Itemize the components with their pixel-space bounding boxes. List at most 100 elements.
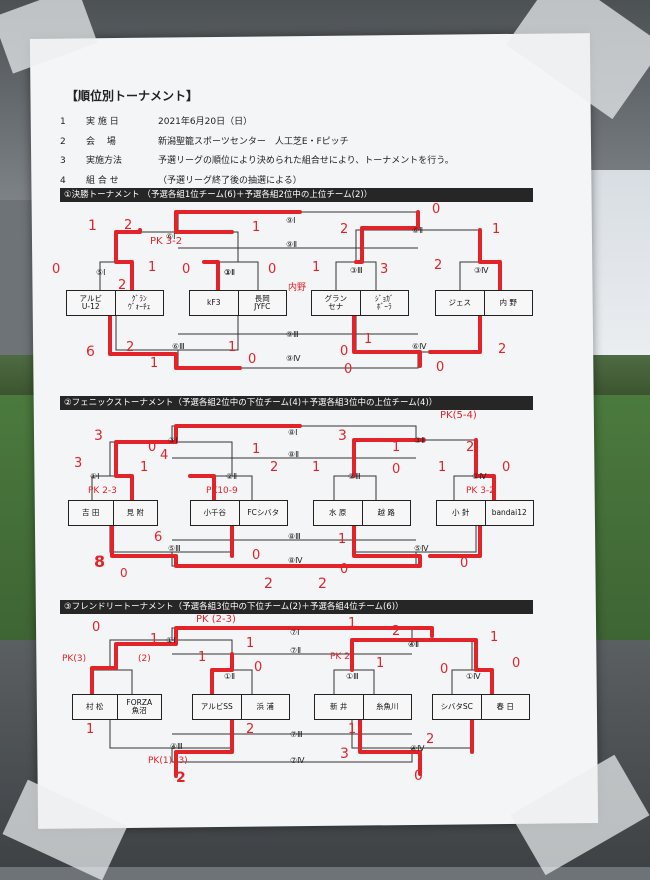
handwritten-score: 0	[440, 662, 449, 677]
handwritten-score: 1	[338, 532, 347, 547]
handwritten-score: 0	[436, 360, 445, 375]
match-node: ③Ⅱ	[224, 268, 236, 277]
handwritten-score: 0	[248, 352, 257, 367]
team-pair: 吉 田 見 附	[68, 500, 158, 526]
match-node: ⑨Ⅱ	[286, 240, 298, 249]
section-title-friendly: ③フレンドリートーナメント（予選各組3位中の下位チーム(2)＋予選各組4位チーム…	[60, 600, 533, 614]
handwritten-score: 2	[246, 722, 255, 737]
info-label: 実施方法	[86, 156, 123, 166]
handwritten-score: PK(3)	[62, 654, 87, 664]
match-node: ④Ⅱ	[408, 640, 420, 649]
handwritten-score: 0	[414, 768, 423, 784]
handwritten-score: 2	[392, 624, 401, 639]
handwritten-score: 2	[176, 770, 186, 786]
handwritten-score: 0	[182, 262, 191, 277]
team-pair: グラン セナ ｼﾞｮｶﾞ ﾎﾞｰﾗ	[311, 290, 409, 316]
team-name: 越 路	[361, 501, 411, 525]
info-label: 組 合 せ	[86, 176, 119, 186]
match-node: ⑦Ⅳ	[290, 756, 305, 765]
handwritten-score: 0	[460, 556, 469, 571]
handwritten-score: 2	[434, 258, 443, 273]
match-node: ①Ⅰ	[166, 636, 176, 645]
team-pair: 新 井 糸魚川	[314, 694, 412, 720]
handwritten-score: 2	[498, 342, 507, 357]
match-node: ⑥Ⅱ	[412, 226, 424, 235]
match-node: ⑥Ⅰ	[166, 232, 176, 241]
match-node: ②Ⅱ	[226, 472, 238, 481]
match-node: ③Ⅱ	[414, 436, 426, 445]
info-row-date: 1 実 施 日 2021年6月20日（日）	[60, 114, 252, 127]
team-name: 小千谷	[203, 507, 227, 517]
info-number: 4	[60, 176, 66, 186]
team-name: 吉 田	[82, 507, 100, 517]
section-title-final: ①決勝トーナメント （予選各組1位チーム(6)＋予選各組2位中の上位チーム(2)…	[60, 188, 533, 202]
match-node: ⑦Ⅱ	[290, 646, 302, 655]
match-node: ③Ⅰ	[168, 436, 178, 445]
handwritten-score: 0	[344, 362, 353, 377]
handwritten-score: 1	[438, 460, 447, 475]
team-pair: 小千谷 FCシバタ	[190, 500, 288, 526]
handwritten-score: 1	[150, 632, 159, 647]
team-name: 浜 浦	[240, 695, 290, 719]
handwritten-score: 6	[86, 344, 95, 360]
handwritten-score: 2	[124, 218, 133, 233]
handwritten-score: 0	[512, 656, 521, 671]
team-name: ジェス	[448, 297, 472, 307]
info-number: 3	[60, 156, 66, 166]
match-node: ⑤Ⅰ	[96, 268, 106, 277]
info-label: 実 施 日	[86, 117, 119, 127]
team-name: bandai12	[484, 501, 534, 525]
match-node: ②Ⅲ	[348, 472, 361, 481]
handwritten-score: 1	[252, 442, 261, 457]
match-node: ②Ⅳ	[472, 472, 487, 481]
handwritten-score: 3	[380, 262, 389, 277]
handwritten-score: 1	[88, 218, 97, 234]
handwritten-score: 0	[254, 660, 263, 675]
handwritten-score: 1	[228, 340, 237, 355]
handwritten-score: 2	[318, 576, 327, 592]
team-pair: 村 松 FORZA 魚沼	[72, 694, 162, 720]
handwritten-score: 8	[94, 552, 106, 571]
handwritten-score: 3	[74, 456, 83, 471]
handwritten-score: 3	[338, 428, 347, 444]
handwritten-score: 0	[92, 620, 101, 635]
handwritten-score: 1	[492, 222, 501, 237]
team-name: ｸﾞﾗﾝ ｳﾞｫｰﾁｪ	[114, 291, 164, 315]
info-value: 2021年6月20日（日）	[158, 117, 253, 127]
handwritten-score: 2	[118, 278, 127, 293]
handwritten-score: 1	[312, 460, 321, 475]
handwritten-score: 0	[340, 562, 349, 577]
team-name: 新 井	[330, 701, 348, 711]
team-name: 糸魚川	[362, 695, 412, 719]
team-name: kF3	[207, 297, 221, 307]
handwritten-score: 1	[490, 630, 499, 645]
team-name: 春 日	[480, 695, 530, 719]
handwritten-score: 1	[312, 260, 321, 275]
info-number: 1	[60, 117, 66, 127]
match-node: ①Ⅳ	[466, 672, 481, 681]
handwritten-score: PK(5-4)	[440, 410, 477, 421]
team-pair: ジェス 内 野	[435, 290, 533, 316]
handwritten-score: 1	[348, 616, 357, 631]
handwritten-score: PK 3-2	[466, 486, 495, 496]
match-node: ④Ⅰ	[408, 640, 418, 649]
team-pair: アルビSS 浜 浦	[192, 694, 290, 720]
handwritten-score: 1	[140, 460, 149, 475]
handwritten-score: 0	[392, 462, 401, 477]
handwritten-score: 1	[148, 260, 157, 275]
match-node: ③Ⅳ	[474, 266, 489, 275]
handwritten-score: 0	[120, 566, 128, 580]
handwritten-score: 0	[252, 548, 261, 563]
team-name: ｼﾞｮｶﾞ ﾎﾞｰﾗ	[359, 291, 409, 315]
handwritten-score: PK 3-2	[150, 236, 183, 247]
handwritten-score: 1	[376, 656, 385, 671]
team-name: 小 針	[452, 507, 470, 517]
handwritten-score: 2	[264, 576, 273, 592]
team-name: FCシバタ	[238, 501, 288, 525]
match-node: ⑧Ⅱ	[288, 450, 300, 459]
handwritten-score: PK (2-3)	[196, 614, 236, 625]
